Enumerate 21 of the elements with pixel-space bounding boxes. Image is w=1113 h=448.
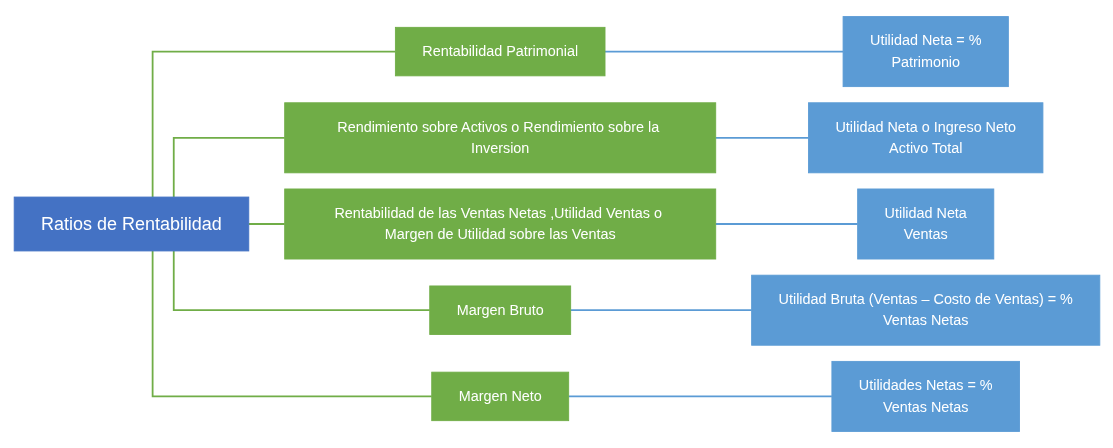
node-box: Rentabilidad Patrimonial xyxy=(394,26,605,77)
connector xyxy=(603,50,844,53)
connector xyxy=(567,395,833,398)
connector xyxy=(172,136,286,198)
connector xyxy=(714,136,809,139)
node-box: Utilidad Neta Ventas xyxy=(856,188,994,260)
connector xyxy=(569,309,753,312)
connector xyxy=(172,250,431,312)
node-box: Margen Neto xyxy=(430,371,569,422)
node-box: Rendimiento sobre Activos o Rendimiento sobre la Inversion xyxy=(283,102,716,174)
connector xyxy=(247,223,286,225)
node-box: Margen Bruto xyxy=(428,285,571,335)
node-box: Utilidad Bruta (Ventas – Costo de Ventas) = % Ventas Netas xyxy=(750,274,1100,346)
node-box: Rentabilidad de las Ventas Netas ,Utilidad Ventas o Margen de Utilidad sobre las Ventas xyxy=(283,188,716,260)
connector xyxy=(714,223,859,225)
node-box: Ratios de Rentabilidad xyxy=(13,196,249,252)
connector xyxy=(151,50,396,198)
node-box: Utilidades Netas = % Ventas Netas xyxy=(830,360,1020,432)
connector xyxy=(151,250,433,398)
node-box: Utilidad Neta = % Patrimonio xyxy=(842,16,1009,88)
node-box: Utilidad Neta o Ingreso Neto Activo Total xyxy=(807,102,1043,174)
